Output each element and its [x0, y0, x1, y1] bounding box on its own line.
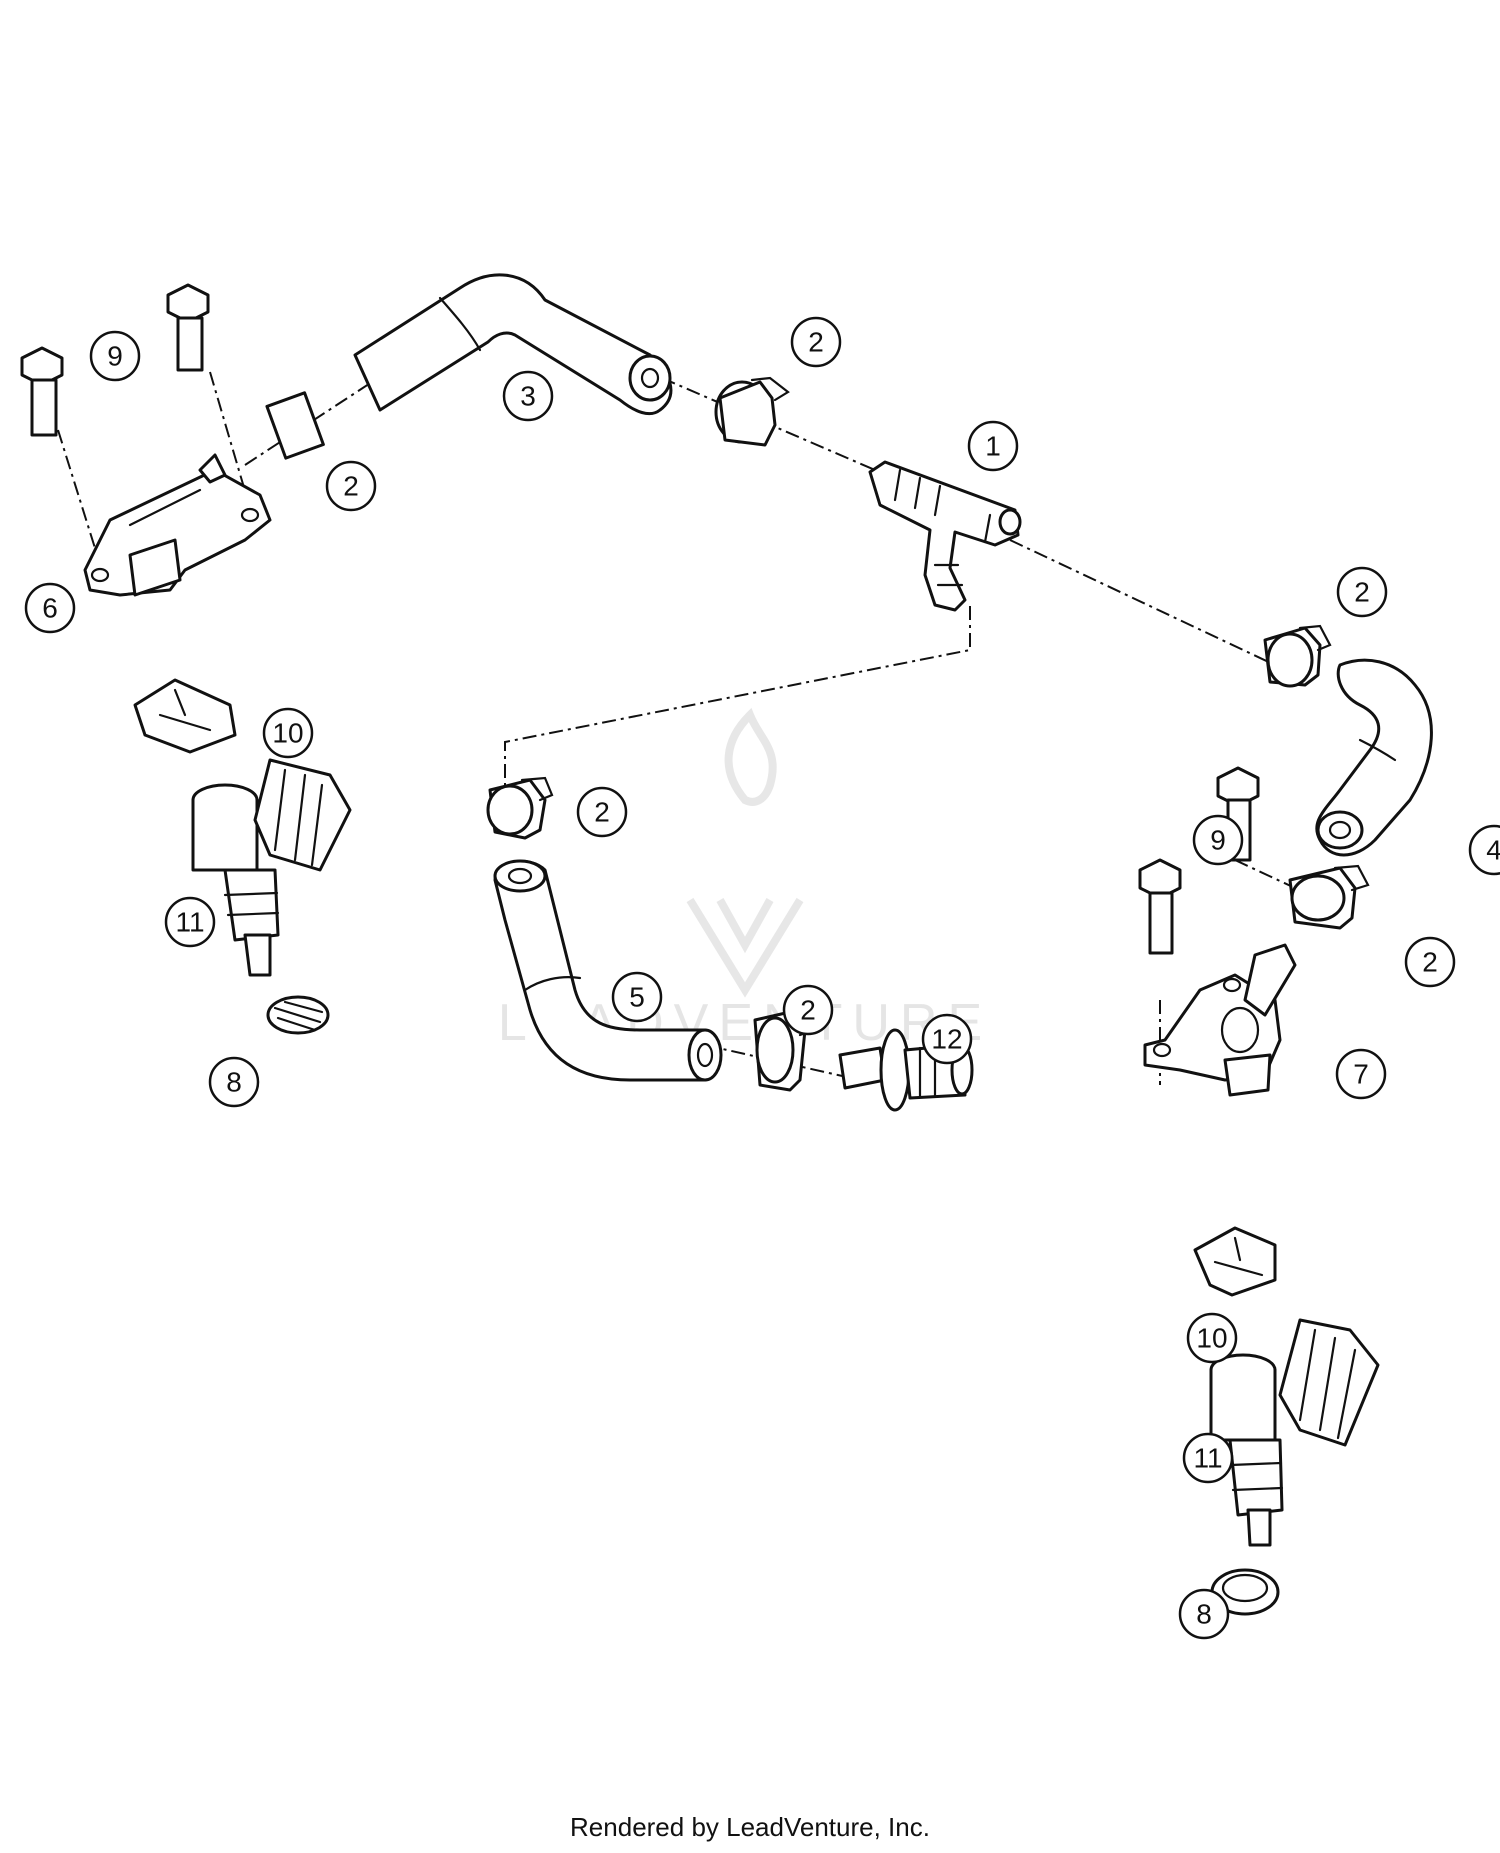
callout-10-b-label: 10 [1196, 1323, 1227, 1354]
callout-8-a-label: 8 [226, 1067, 242, 1098]
callout-7-label: 7 [1353, 1059, 1369, 1090]
callout-12-label: 12 [931, 1024, 962, 1055]
clamp-part-2-d [486, 776, 554, 840]
hose-part-4 [1315, 658, 1433, 857]
callout-6-label: 6 [42, 593, 58, 624]
seal-part-8-left [266, 995, 330, 1035]
callout-3-label: 3 [520, 381, 536, 412]
callout-9-a: 9 [89, 330, 141, 382]
callout-2-c: 2 [1336, 566, 1388, 618]
sensor-housing-part-6 [83, 453, 272, 597]
callout-2-e: 2 [782, 984, 834, 1036]
hose-part-5 [493, 859, 723, 1082]
callout-8-b: 8 [1178, 1588, 1230, 1640]
callout-10-a-label: 10 [272, 718, 303, 749]
callout-4: 4 [1468, 824, 1500, 876]
clip-part-10-left [133, 678, 237, 754]
callout-8-a: 8 [208, 1056, 260, 1108]
callout-2-e-label: 2 [800, 995, 816, 1026]
clip-part-10-right [1193, 1226, 1277, 1297]
callout-2-d-label: 2 [594, 797, 610, 828]
callout-10-b: 10 [1186, 1312, 1238, 1364]
callout-12: 12 [921, 1013, 973, 1065]
callout-2-b: 2 [790, 316, 842, 368]
callout-9-a-label: 9 [107, 341, 123, 372]
callout-10-a: 10 [262, 707, 314, 759]
callout-4-label: 4 [1486, 835, 1500, 866]
callout-2-d: 2 [576, 786, 628, 838]
callout-1: 1 [967, 420, 1019, 472]
callout-6: 6 [24, 582, 76, 634]
callout-11-a: 11 [164, 896, 216, 948]
callout-2-b-label: 2 [808, 327, 824, 358]
callout-11-a-label: 11 [175, 907, 204, 938]
leader-lines [57, 371, 1311, 1085]
callout-7: 7 [1335, 1048, 1387, 1100]
callout-11-b-label: 11 [1193, 1443, 1222, 1474]
callout-5: 5 [611, 971, 663, 1023]
clamp-part-2-b [714, 376, 790, 447]
callout-2-f-label: 2 [1422, 947, 1438, 978]
bolt-part-9-a [20, 346, 64, 437]
tee-fitting-part-1 [868, 460, 1022, 612]
callout-9-b-label: 9 [1210, 825, 1226, 856]
bolt-part-9-c [1138, 858, 1182, 955]
footer-credit: Rendered by LeadVenture, Inc. [570, 1812, 930, 1842]
callout-2-f: 2 [1404, 936, 1456, 988]
callout-11-b: 11 [1182, 1432, 1234, 1484]
callout-2-a: 2 [325, 460, 377, 512]
injector-part-11-right [1209, 1318, 1380, 1547]
callout-9-b: 9 [1192, 814, 1244, 866]
hose-part-3 [353, 273, 673, 416]
callout-1-label: 1 [985, 431, 1001, 462]
callout-2-a-label: 2 [343, 471, 359, 502]
clamp-part-2-a [265, 391, 325, 460]
callout-3: 3 [502, 370, 554, 422]
clamp-part-2-f [1288, 864, 1370, 930]
callout-2-c-label: 2 [1354, 577, 1370, 608]
injector-part-11-left [191, 758, 352, 977]
bolt-part-9-b [166, 283, 210, 372]
clamp-part-2-c [1263, 624, 1332, 688]
callout-8-b-label: 8 [1196, 1599, 1212, 1630]
sensor-housing-part-7 [1143, 943, 1297, 1097]
callout-5-label: 5 [629, 982, 645, 1013]
